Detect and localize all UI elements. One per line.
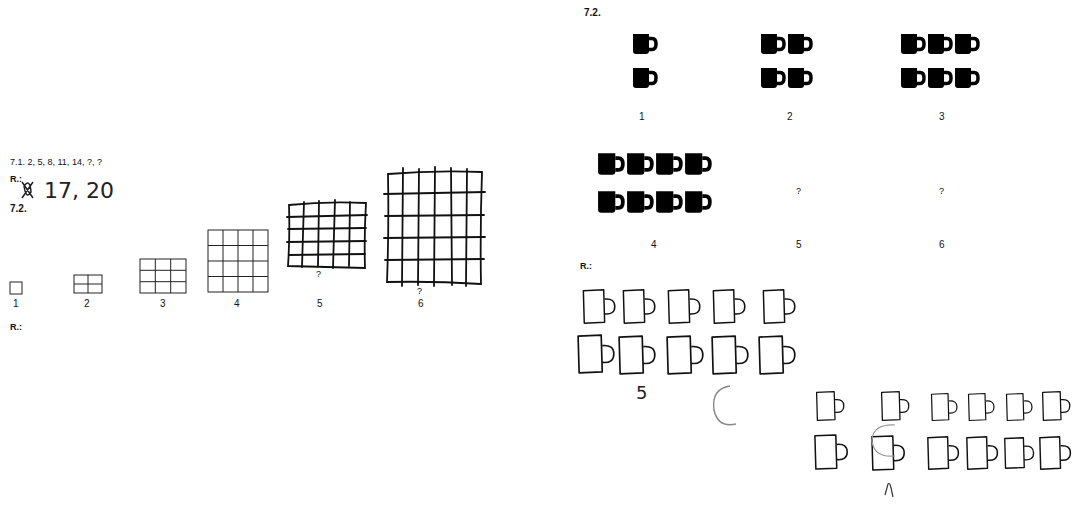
figure-number: 2 bbox=[787, 112, 793, 122]
answer-prompt: R.: bbox=[10, 323, 22, 332]
exercise-number: 7.2. bbox=[10, 204, 27, 214]
handwritten-answer: 17, 20 bbox=[44, 180, 114, 202]
figure-number: 5 bbox=[317, 299, 323, 309]
initials-mark bbox=[885, 484, 893, 498]
hand-drawn-mugs bbox=[578, 290, 1070, 470]
figure-number: 3 bbox=[939, 112, 945, 122]
figure-number: 1 bbox=[639, 112, 645, 122]
figure-number: 5 bbox=[796, 240, 802, 250]
figure-number: 6 bbox=[418, 299, 424, 309]
grading-mark bbox=[872, 425, 895, 456]
question-mark: ? bbox=[939, 187, 944, 196]
exercise-line: 7.1. 2, 5, 8, 11, 14, ?, ? bbox=[10, 158, 102, 167]
hand-drawn-grids bbox=[287, 167, 485, 286]
answer-prompt: R.: bbox=[580, 262, 592, 271]
answer-prompt: R.: bbox=[10, 175, 22, 184]
figure-number: 2 bbox=[84, 299, 90, 309]
crossed-out-mark bbox=[22, 182, 33, 198]
grading-mark bbox=[714, 386, 736, 425]
square-grids bbox=[10, 230, 268, 294]
figure-number: 1 bbox=[13, 299, 19, 309]
mug-figures bbox=[598, 34, 978, 213]
question-mark: ? bbox=[796, 187, 801, 196]
figure-number: 6 bbox=[939, 240, 945, 250]
figure-number: 4 bbox=[651, 240, 657, 250]
figure-number: 4 bbox=[234, 299, 240, 309]
handwritten-number: 5 bbox=[636, 384, 647, 402]
question-mark: ? bbox=[417, 287, 422, 296]
question-mark: ? bbox=[316, 270, 321, 279]
figure-number: 3 bbox=[160, 299, 166, 309]
exercise-number: 7.2. bbox=[584, 8, 601, 18]
